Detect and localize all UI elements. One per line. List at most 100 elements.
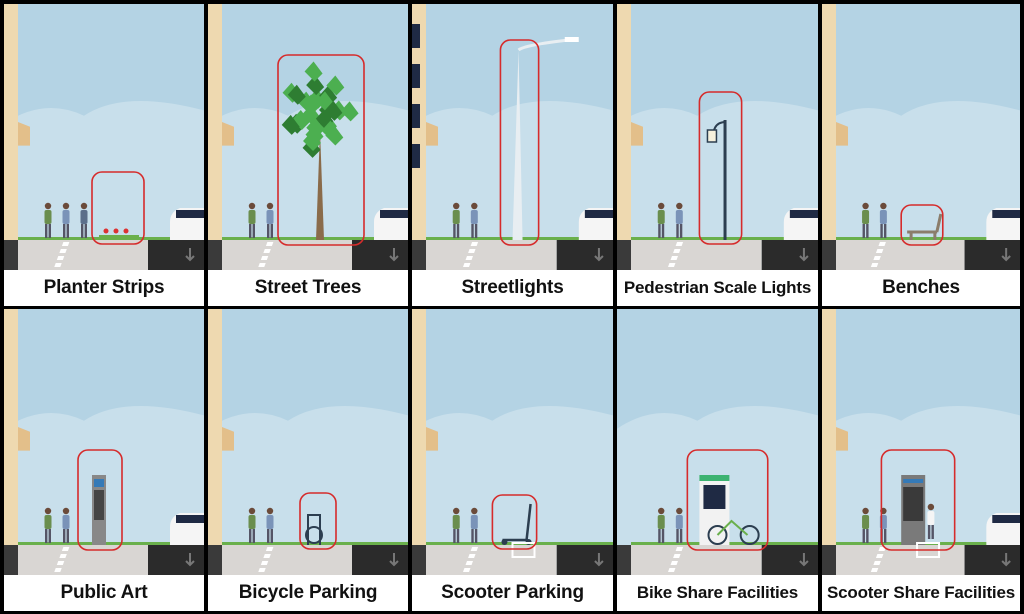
pedestrian [452,507,460,543]
awning [631,122,643,146]
curb-stripe [675,547,684,551]
curb-stripe [59,249,67,253]
building [617,4,631,240]
building-base [412,545,426,575]
highlight-outline [491,494,538,550]
clouds [822,100,1020,270]
curb-stripe [260,256,269,260]
highlight-outline [499,39,540,246]
lane-arrow [389,553,399,567]
street-illustration [208,309,408,575]
curb-stripe [56,256,65,260]
panel-caption: Public Art [4,575,204,611]
street-scene [4,4,204,270]
curb-stripe [263,249,271,253]
sidewalk [412,545,557,575]
panel-caption: Scooter Parking [412,575,613,611]
awning [836,122,848,146]
highlight-outline [91,171,145,245]
clouds [617,100,818,270]
car [578,208,613,240]
street-illustration [412,4,613,270]
curb-stripe [873,561,881,565]
curb-stripe [470,242,479,246]
street-illustration [4,309,204,575]
window [412,64,420,88]
lane-arrow [185,248,195,262]
lane-arrow [799,248,809,262]
building [822,309,836,545]
building [208,4,222,240]
pedestrian [266,202,274,238]
pedestrian [657,202,665,238]
awning [836,427,848,451]
highlight-outline [900,204,944,246]
curb-stripe [870,568,879,572]
panel-caption: Bicycle Parking [208,575,408,611]
curb-stripe [468,554,476,558]
sidewalk [617,240,762,270]
curb-stripe [258,568,266,572]
pedestrian [879,202,887,238]
building-base [4,240,18,270]
clouds [412,405,613,575]
highlight-outline [880,449,956,551]
awning [426,427,438,451]
building-base [4,545,18,575]
building [208,309,222,545]
clouds [208,100,408,270]
street-scene [822,309,1020,575]
awning [426,122,438,146]
curb-stripe [61,242,70,246]
highlight-outline [686,449,769,551]
street-scene [208,4,408,270]
pedestrian [80,202,88,238]
panel-planter-strips: Planter Strips [4,4,204,306]
curb-stripe [61,547,70,551]
panel-benches: Benches [822,4,1020,306]
pedestrian [248,202,256,238]
panel-caption: Pedestrian Scale Lights [617,270,818,306]
lane-arrow [594,553,604,567]
road [148,240,204,270]
pedestrian [657,507,665,543]
window [412,24,420,48]
grass-strip [222,237,408,240]
curb-stripe [667,263,676,267]
pedestrian [44,507,52,543]
car [170,208,204,240]
panel-caption: Benches [822,270,1020,306]
panel-caption: Planter Strips [4,270,204,306]
panel-caption: Scooter Share Facilities [822,575,1020,611]
building [4,4,18,240]
curb-stripe [673,249,681,253]
road [352,545,408,575]
pedestrian [862,202,870,238]
sidewalk [4,545,148,575]
clouds [4,100,204,270]
curb-stripe [258,263,266,267]
curb-stripe [875,554,884,558]
curb-stripe [462,263,471,267]
art-feature [77,449,123,551]
curb-stripe [56,561,65,565]
lane-arrow [1001,248,1011,262]
pedestrian [266,507,274,543]
street-illustration [822,309,1020,575]
curb-stripe [465,256,473,260]
grass-strip [18,542,204,545]
street-illustration [412,309,613,575]
car [986,513,1020,545]
building [822,4,836,240]
road [148,545,204,575]
panel-public-art: Public Art [4,309,204,611]
building-base [617,545,631,575]
building-base [822,240,836,270]
curb-stripe [870,263,879,267]
car [783,208,818,240]
curb-stripe [470,547,479,551]
curb-stripe [465,561,473,565]
pedestrian [862,507,870,543]
lane-arrow [1001,553,1011,567]
